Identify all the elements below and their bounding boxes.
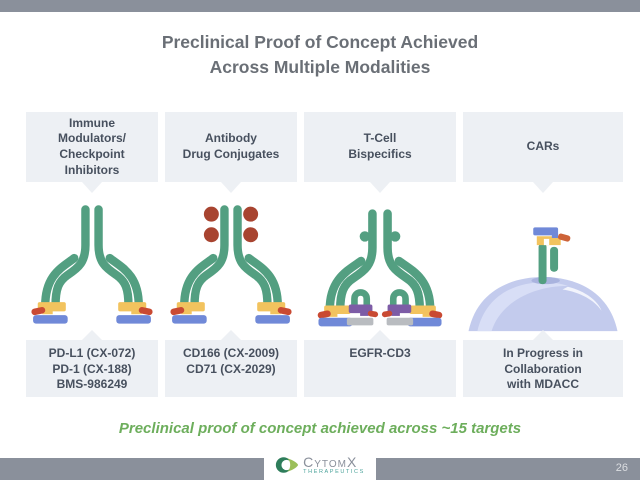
modality-header-callout: CARs bbox=[463, 112, 623, 182]
logo-subtext: THERAPEUTICS bbox=[303, 468, 365, 475]
modality-header-label: T-Cell Bispecifics bbox=[348, 131, 412, 161]
summary-statement: Preclinical proof of concept achieved ac… bbox=[118, 420, 522, 437]
modality-header-callout: T-Cell Bispecifics bbox=[304, 112, 456, 182]
cytomx-logo-icon bbox=[276, 457, 299, 473]
modality-header-label: Antibody Drug Conjugates bbox=[182, 131, 280, 161]
car-cell-icon bbox=[468, 227, 618, 332]
modality-illustration bbox=[304, 192, 456, 332]
program-label-callout: CD166 (CX-2009) CD71 (CX-2029) bbox=[165, 340, 297, 397]
top-accent-bar bbox=[0, 0, 640, 12]
modality-illustration bbox=[165, 192, 297, 332]
modality-header-label: Immune Modulators/ Checkpoint Inhibitors bbox=[58, 115, 126, 177]
modality-column-bispecifics: T-Cell Bispecifics bbox=[304, 112, 456, 397]
program-label: CD166 (CX-2009) CD71 (CX-2029) bbox=[182, 346, 280, 376]
logo-wordmark: CytomX bbox=[303, 453, 358, 470]
modality-column-adc: Antibody Drug Conjugates bbox=[165, 112, 297, 397]
modality-header-callout: Antibody Drug Conjugates bbox=[165, 112, 297, 182]
page-title: Preclinical Proof of Concept Achieved Ac… bbox=[161, 32, 479, 77]
bispecific-antibody-icon bbox=[304, 208, 443, 332]
modality-illustration bbox=[463, 192, 623, 332]
page-number: 26 bbox=[615, 462, 628, 474]
masked-antibody-icon bbox=[26, 202, 153, 332]
program-label-callout: In Progress in Collaboration with MDACC bbox=[463, 340, 623, 397]
modality-illustration bbox=[26, 192, 158, 332]
modality-header-label: CARs bbox=[526, 139, 560, 154]
logo-plate: CytomX THERAPEUTICS bbox=[264, 450, 376, 480]
program-label-callout: EGFR-CD3 bbox=[304, 340, 456, 397]
modality-header-callout: Immune Modulators/ Checkpoint Inhibitors bbox=[26, 112, 158, 182]
antibody-drug-conjugate-icon bbox=[165, 202, 292, 332]
program-label: PD-L1 (CX-072) PD-1 (CX-188) BMS-986249 bbox=[48, 346, 136, 392]
program-label: EGFR-CD3 bbox=[349, 346, 411, 360]
modalities-grid: Immune Modulators/ Checkpoint Inhibitors bbox=[26, 112, 623, 397]
program-label: In Progress in Collaboration with MDACC bbox=[502, 346, 584, 392]
program-label-callout: PD-L1 (CX-072) PD-1 (CX-188) BMS-986249 bbox=[26, 340, 158, 397]
modality-column-immune-modulators: Immune Modulators/ Checkpoint Inhibitors bbox=[26, 112, 158, 397]
logo-wordmark-group: CytomX THERAPEUTICS bbox=[303, 455, 365, 476]
modality-column-cars: CARs In Progress in Colla bbox=[463, 112, 623, 397]
